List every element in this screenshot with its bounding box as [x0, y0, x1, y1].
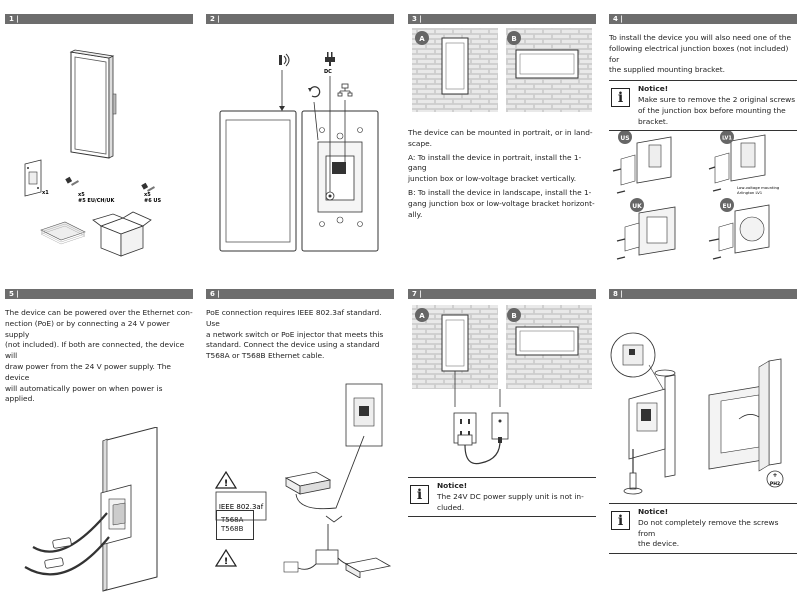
- lv1-caption-2: Arlington LV1: [737, 190, 763, 195]
- junction-box-types-illustration: US LV1 Low-voltage mounting Arlington LV…: [612, 131, 780, 260]
- notice-remove-screws: i Notice! Make sure to remove the 2 orig…: [609, 80, 797, 132]
- power-supply-illustration: A B: [412, 305, 592, 465]
- poe-connection-illustration: ! IEEE 802.3af !: [214, 383, 392, 578]
- label-us: US: [620, 135, 629, 142]
- panel-number: 6 |: [206, 289, 394, 299]
- svg-text:+: +: [772, 472, 777, 479]
- package-box-illustration: [92, 211, 152, 257]
- svg-text:B: B: [511, 35, 516, 43]
- panel-number: 3 |: [408, 14, 596, 24]
- ph2-label: PH2: [770, 481, 780, 487]
- info-icon: i: [611, 88, 630, 108]
- panel-5: 5 | The device can be powered over the E…: [5, 289, 193, 607]
- screw-mounting-illustration: + PH2: [610, 332, 784, 495]
- lv1-caption-1: Low-voltage mounting: [737, 185, 780, 190]
- panel-8: 8 | + PH2 i Notice! Do not completely re…: [609, 289, 797, 555]
- panel-6: 6 | PoE connection requires IEEE 802.3af…: [206, 289, 394, 578]
- junction-box-lv1: [708, 134, 766, 192]
- notice-screws: i Notice! Do not completely remove the s…: [609, 503, 797, 555]
- panel-number: 7 |: [408, 289, 596, 299]
- qty-screws-eu: x5: [78, 192, 85, 198]
- badge-b: B: [511, 312, 516, 320]
- panel-number: 1 |: [5, 14, 193, 24]
- orientation-illustration: A B: [412, 28, 592, 112]
- junction-box-uk: [616, 206, 676, 260]
- panel-number: 2 |: [206, 14, 394, 24]
- panel-1: 1 | x1 x5 #5 EU/CH/UK x5 #6 US: [5, 14, 193, 264]
- poe-text: PoE connection requires IEEE 802.3af sta…: [206, 308, 384, 361]
- screws-eu-illustration: [65, 176, 79, 186]
- info-icon: i: [611, 511, 630, 530]
- ieee-box: [215, 491, 267, 521]
- dc-label: DC: [324, 69, 332, 75]
- label-lv1: LV1: [722, 136, 732, 142]
- ieee-label: IEEE 802.3af: [219, 503, 264, 511]
- svg-text:!: !: [224, 557, 228, 567]
- qty-bracket: x1: [42, 190, 49, 196]
- t568-box: T568A T568B: [216, 510, 254, 540]
- panel-2: 2 | DC: [206, 14, 394, 264]
- nfc-icon: [279, 53, 290, 67]
- orientation-text: The device can be mounted in portrait, o…: [408, 128, 595, 219]
- svg-text:!: !: [224, 479, 228, 489]
- manual-illustration: [40, 221, 86, 245]
- panel-4: 4 | To install the device you will also …: [609, 14, 797, 273]
- panel-3: 3 | A B The device can be mounted in por…: [408, 14, 596, 220]
- junction-box-us: [612, 136, 672, 194]
- warning-icon: [214, 470, 238, 489]
- label-screws-eu: #5 EU/CH/UK: [78, 198, 115, 204]
- mounting-bracket-illustration: [24, 159, 42, 197]
- qty-screws-us: x5: [144, 192, 151, 198]
- reset-icon: [308, 86, 321, 98]
- power-text: The device can be powered over the Ether…: [5, 308, 193, 404]
- power-plug-icon: [325, 52, 335, 66]
- badge-b: [507, 31, 521, 45]
- label-eu: EU: [723, 203, 732, 210]
- network-icon: [337, 83, 353, 97]
- screwdriver-size-icon: [766, 470, 784, 488]
- badge-a: A: [419, 312, 425, 320]
- notice-power-supply: i Notice! The 24V DC power supply unit i…: [408, 477, 596, 518]
- info-icon: i: [410, 485, 429, 504]
- svg-text:A: A: [419, 35, 425, 43]
- label-uk: UK: [632, 203, 642, 210]
- panel-7: 7 | A B i Notice! The 24V DC power suppl…: [408, 289, 596, 518]
- panel-number: 4 |: [609, 14, 797, 24]
- badge-a: [415, 31, 429, 45]
- warning-icon: [214, 548, 238, 567]
- panel-number: 5 |: [5, 289, 193, 299]
- device-illustration: [69, 49, 117, 159]
- screws-us-illustration: [141, 182, 155, 192]
- box-contents-illustration: x1 x5 #5 EU/CH/UK x5 #6 US: [24, 49, 161, 257]
- panel-number: 8 |: [609, 289, 797, 299]
- device-connections-illustration: DC: [219, 52, 379, 252]
- label-screws-us: #6 US: [144, 198, 161, 204]
- junction-box-text: To install the device you will also need…: [609, 33, 792, 75]
- junction-box-eu: [708, 204, 770, 260]
- power-connection-illustration: [24, 427, 158, 592]
